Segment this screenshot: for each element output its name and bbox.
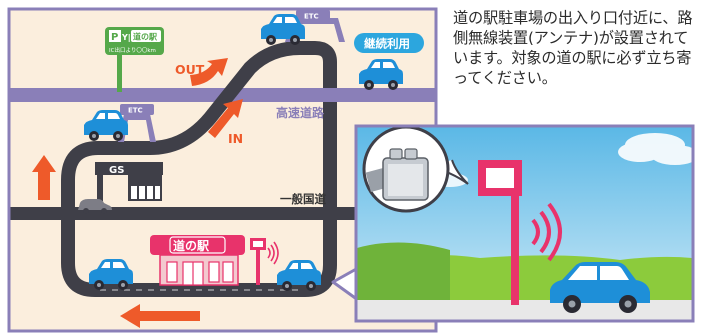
cloud-icon	[618, 133, 692, 165]
parking-p-icon	[109, 30, 121, 42]
large-car-icon	[550, 262, 650, 313]
out-label: OUT	[175, 62, 205, 77]
restaurant-icon: Y|	[121, 33, 131, 42]
svg-text:継続利用: 継続利用	[364, 37, 410, 51]
left-arrow-icon	[120, 304, 200, 328]
general-road-label: 一般国道	[280, 192, 326, 206]
closeup-frame	[354, 124, 695, 323]
service-area-sign: P Y| 道の駅 IC出口より〇〇km	[105, 27, 164, 92]
gray-car-icon	[78, 199, 112, 210]
gas-station: GS	[78, 162, 163, 214]
description-text: 道の駅駐車場の出入り口付近に、路側無線装置(アンテナ)が設置されています。対象の…	[453, 9, 693, 87]
svg-text:P: P	[111, 32, 118, 43]
out-arrow-icon	[190, 58, 228, 86]
antenna-device-bubble	[362, 125, 469, 213]
expressway-label: 高速道路	[276, 105, 325, 120]
michinoeki-banner: 道の駅	[173, 238, 210, 253]
etc-badge-lower	[120, 104, 154, 115]
svg-text:ETC: ETC	[304, 13, 319, 21]
antenna-large-icon	[478, 160, 562, 305]
continue-badge: 継続利用	[354, 33, 424, 53]
antenna-small-icon	[250, 238, 279, 285]
etc-badge-upper	[296, 10, 330, 21]
sign-subtitle: IC出口より〇〇km	[109, 46, 156, 54]
sign-title: 道の駅	[133, 32, 158, 42]
svg-text:ETC: ETC	[128, 107, 143, 115]
up-arrow-icon	[32, 155, 56, 200]
in-label: IN	[228, 131, 243, 146]
antenna-closeup-panel	[331, 124, 695, 323]
in-arrow-icon	[208, 99, 243, 138]
gas-station-label: GS	[109, 165, 124, 176]
michinoeki-building: 道の駅	[150, 235, 245, 286]
